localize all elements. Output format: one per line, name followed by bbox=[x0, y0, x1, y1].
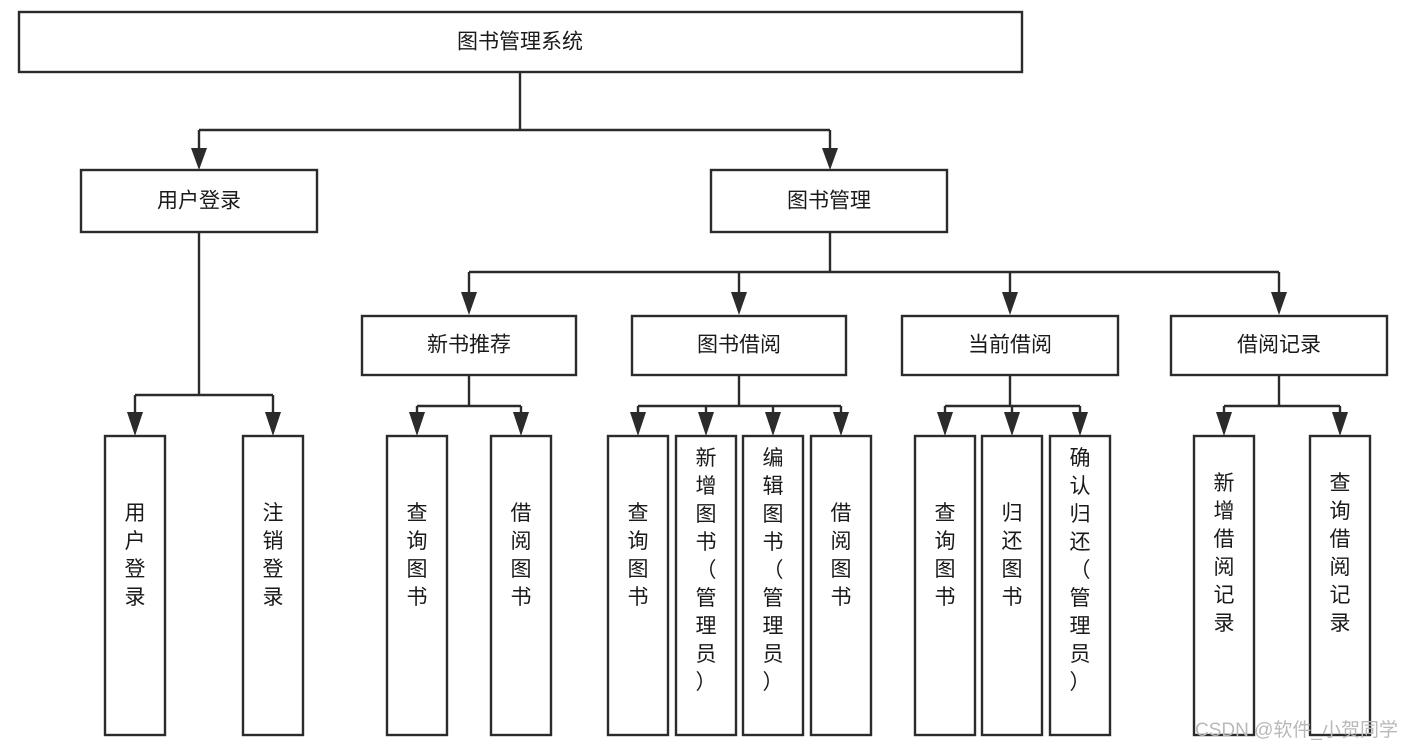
node-leaf-return-book[interactable]: 归还图书 bbox=[980, 434, 1044, 737]
node-book-borrow[interactable]: 图书借阅 bbox=[630, 314, 848, 377]
node-new-book-recommend-label: 新书推荐 bbox=[427, 334, 511, 357]
node-leaf-confirm-return-label: 确认归还（管理员） bbox=[1070, 447, 1091, 694]
node-new-book-recommend-box[interactable] bbox=[360, 314, 578, 377]
node-book-management[interactable]: 图书管理 bbox=[709, 168, 949, 234]
node-user-login[interactable]: 用户登录 bbox=[79, 168, 319, 234]
node-current-borrow[interactable]: 当前借阅 bbox=[900, 314, 1120, 377]
arrowhead-leaf-add-record bbox=[1216, 412, 1232, 436]
node-leaf-user-logout[interactable]: 注销登录 bbox=[241, 434, 305, 737]
arrowhead-book-management bbox=[822, 148, 838, 170]
arrowhead-leaf-query-record bbox=[1332, 412, 1348, 436]
node-leaf-borrow-book-2[interactable]: 借阅图书 bbox=[809, 434, 873, 737]
node-leaf-query-book-3-box[interactable] bbox=[913, 434, 977, 737]
node-borrow-record[interactable]: 借阅记录 bbox=[1169, 314, 1389, 377]
node-leaf-query-record[interactable]: 查询借阅记录 bbox=[1308, 434, 1372, 737]
node-leaf-query-book-1[interactable]: 查询图书 bbox=[385, 434, 449, 737]
node-root-system-label: 图书管理系统 bbox=[457, 31, 583, 54]
node-leaf-add-record[interactable]: 新增借阅记录 bbox=[1192, 434, 1256, 737]
node-leaf-edit-book-box[interactable] bbox=[741, 434, 805, 737]
node-leaf-query-book-1-box[interactable] bbox=[385, 434, 449, 737]
node-leaf-add-record-label: 新增借阅记录 bbox=[1214, 472, 1235, 635]
arrowhead-leaf-edit-book bbox=[765, 412, 781, 436]
node-leaf-add-book[interactable]: 新增图书（管理员） bbox=[674, 434, 738, 737]
node-borrow-record-box[interactable] bbox=[1169, 314, 1389, 377]
node-book-borrow-box[interactable] bbox=[630, 314, 848, 377]
node-leaf-edit-book[interactable]: 编辑图书（管理员） bbox=[741, 434, 805, 737]
node-leaf-user-logout-label: 注销登录 bbox=[263, 502, 284, 609]
node-book-management-box[interactable] bbox=[709, 168, 949, 234]
node-leaf-query-record-box[interactable] bbox=[1308, 434, 1372, 737]
connector-group-root bbox=[191, 72, 838, 170]
node-book-management-label: 图书管理 bbox=[787, 190, 871, 213]
node-user-login-label: 用户登录 bbox=[157, 190, 241, 213]
node-leaf-return-book-label: 归还图书 bbox=[1002, 502, 1023, 609]
arrowhead-new-book-recommend bbox=[461, 292, 477, 315]
node-leaf-confirm-return[interactable]: 确认归还（管理员） bbox=[1048, 434, 1112, 737]
node-leaf-user-logout-box[interactable] bbox=[241, 434, 305, 737]
arrowhead-leaf-query-book-3 bbox=[937, 412, 953, 436]
node-leaf-confirm-return-box[interactable] bbox=[1048, 434, 1112, 737]
connector-group-user-login bbox=[127, 232, 281, 436]
node-leaf-query-book-2-box[interactable] bbox=[606, 434, 670, 737]
node-user-login-box[interactable] bbox=[79, 168, 319, 234]
node-leaf-edit-book-label: 编辑图书（管理员） bbox=[763, 447, 784, 694]
arrowhead-book-borrow bbox=[731, 292, 747, 315]
node-leaf-user-login-label: 用户登录 bbox=[125, 502, 146, 609]
node-current-borrow-label: 当前借阅 bbox=[968, 334, 1052, 357]
connector-group-new-book-recommend bbox=[409, 375, 529, 436]
node-leaf-user-login-box[interactable] bbox=[103, 434, 167, 737]
csdn-watermark: CSDN @软件_小贺同学 bbox=[1195, 719, 1398, 741]
arrowhead-leaf-confirm-return bbox=[1072, 412, 1088, 436]
arrowhead-leaf-borrow-book-1 bbox=[513, 412, 529, 436]
connector-group-book-borrow bbox=[630, 375, 849, 436]
node-leaf-borrow-book-1[interactable]: 借阅图书 bbox=[489, 434, 553, 737]
node-leaf-return-book-box[interactable] bbox=[980, 434, 1044, 737]
node-leaf-add-book-box[interactable] bbox=[674, 434, 738, 737]
node-leaf-borrow-book-2-box[interactable] bbox=[809, 434, 873, 737]
node-leaf-query-book-1-label: 查询图书 bbox=[407, 502, 428, 609]
node-root-system-box[interactable] bbox=[17, 10, 1024, 74]
arrowhead-leaf-query-book-1 bbox=[409, 412, 425, 436]
connector-group-borrow-record bbox=[1216, 375, 1348, 436]
arrowhead-user-login bbox=[191, 148, 207, 170]
node-leaf-user-login[interactable]: 用户登录 bbox=[103, 434, 167, 737]
node-leaf-add-record-box[interactable] bbox=[1192, 434, 1256, 737]
node-leaf-query-book-3-label: 查询图书 bbox=[935, 502, 956, 609]
connector-group-current-borrow bbox=[937, 375, 1088, 436]
node-leaf-query-book-2[interactable]: 查询图书 bbox=[606, 434, 670, 737]
node-leaf-query-book-2-label: 查询图书 bbox=[628, 502, 649, 609]
node-leaf-borrow-book-1-label: 借阅图书 bbox=[511, 502, 532, 609]
node-leaf-query-record-label: 查询借阅记录 bbox=[1330, 472, 1351, 635]
node-new-book-recommend[interactable]: 新书推荐 bbox=[360, 314, 578, 377]
connector-group-book-management bbox=[461, 232, 1287, 315]
arrowhead-leaf-user-logout bbox=[265, 412, 281, 436]
node-leaf-borrow-book-1-box[interactable] bbox=[489, 434, 553, 737]
arrowhead-current-borrow bbox=[1002, 292, 1018, 315]
node-current-borrow-box[interactable] bbox=[900, 314, 1120, 377]
arrowhead-leaf-add-book bbox=[698, 412, 714, 436]
arrowhead-leaf-return-book bbox=[1004, 412, 1020, 436]
node-leaf-query-book-3[interactable]: 查询图书 bbox=[913, 434, 977, 737]
node-borrow-record-label: 借阅记录 bbox=[1237, 334, 1321, 357]
arrowhead-leaf-user-login bbox=[127, 412, 143, 436]
node-root-system[interactable]: 图书管理系统 bbox=[17, 10, 1024, 74]
arrowhead-leaf-query-book-2 bbox=[630, 412, 646, 436]
node-leaf-add-book-label: 新增图书（管理员） bbox=[696, 447, 717, 694]
arrowhead-leaf-borrow-book-2 bbox=[833, 412, 849, 436]
node-leaf-borrow-book-2-label: 借阅图书 bbox=[831, 502, 852, 609]
node-book-borrow-label: 图书借阅 bbox=[697, 334, 781, 357]
arrowhead-borrow-record bbox=[1271, 292, 1287, 315]
